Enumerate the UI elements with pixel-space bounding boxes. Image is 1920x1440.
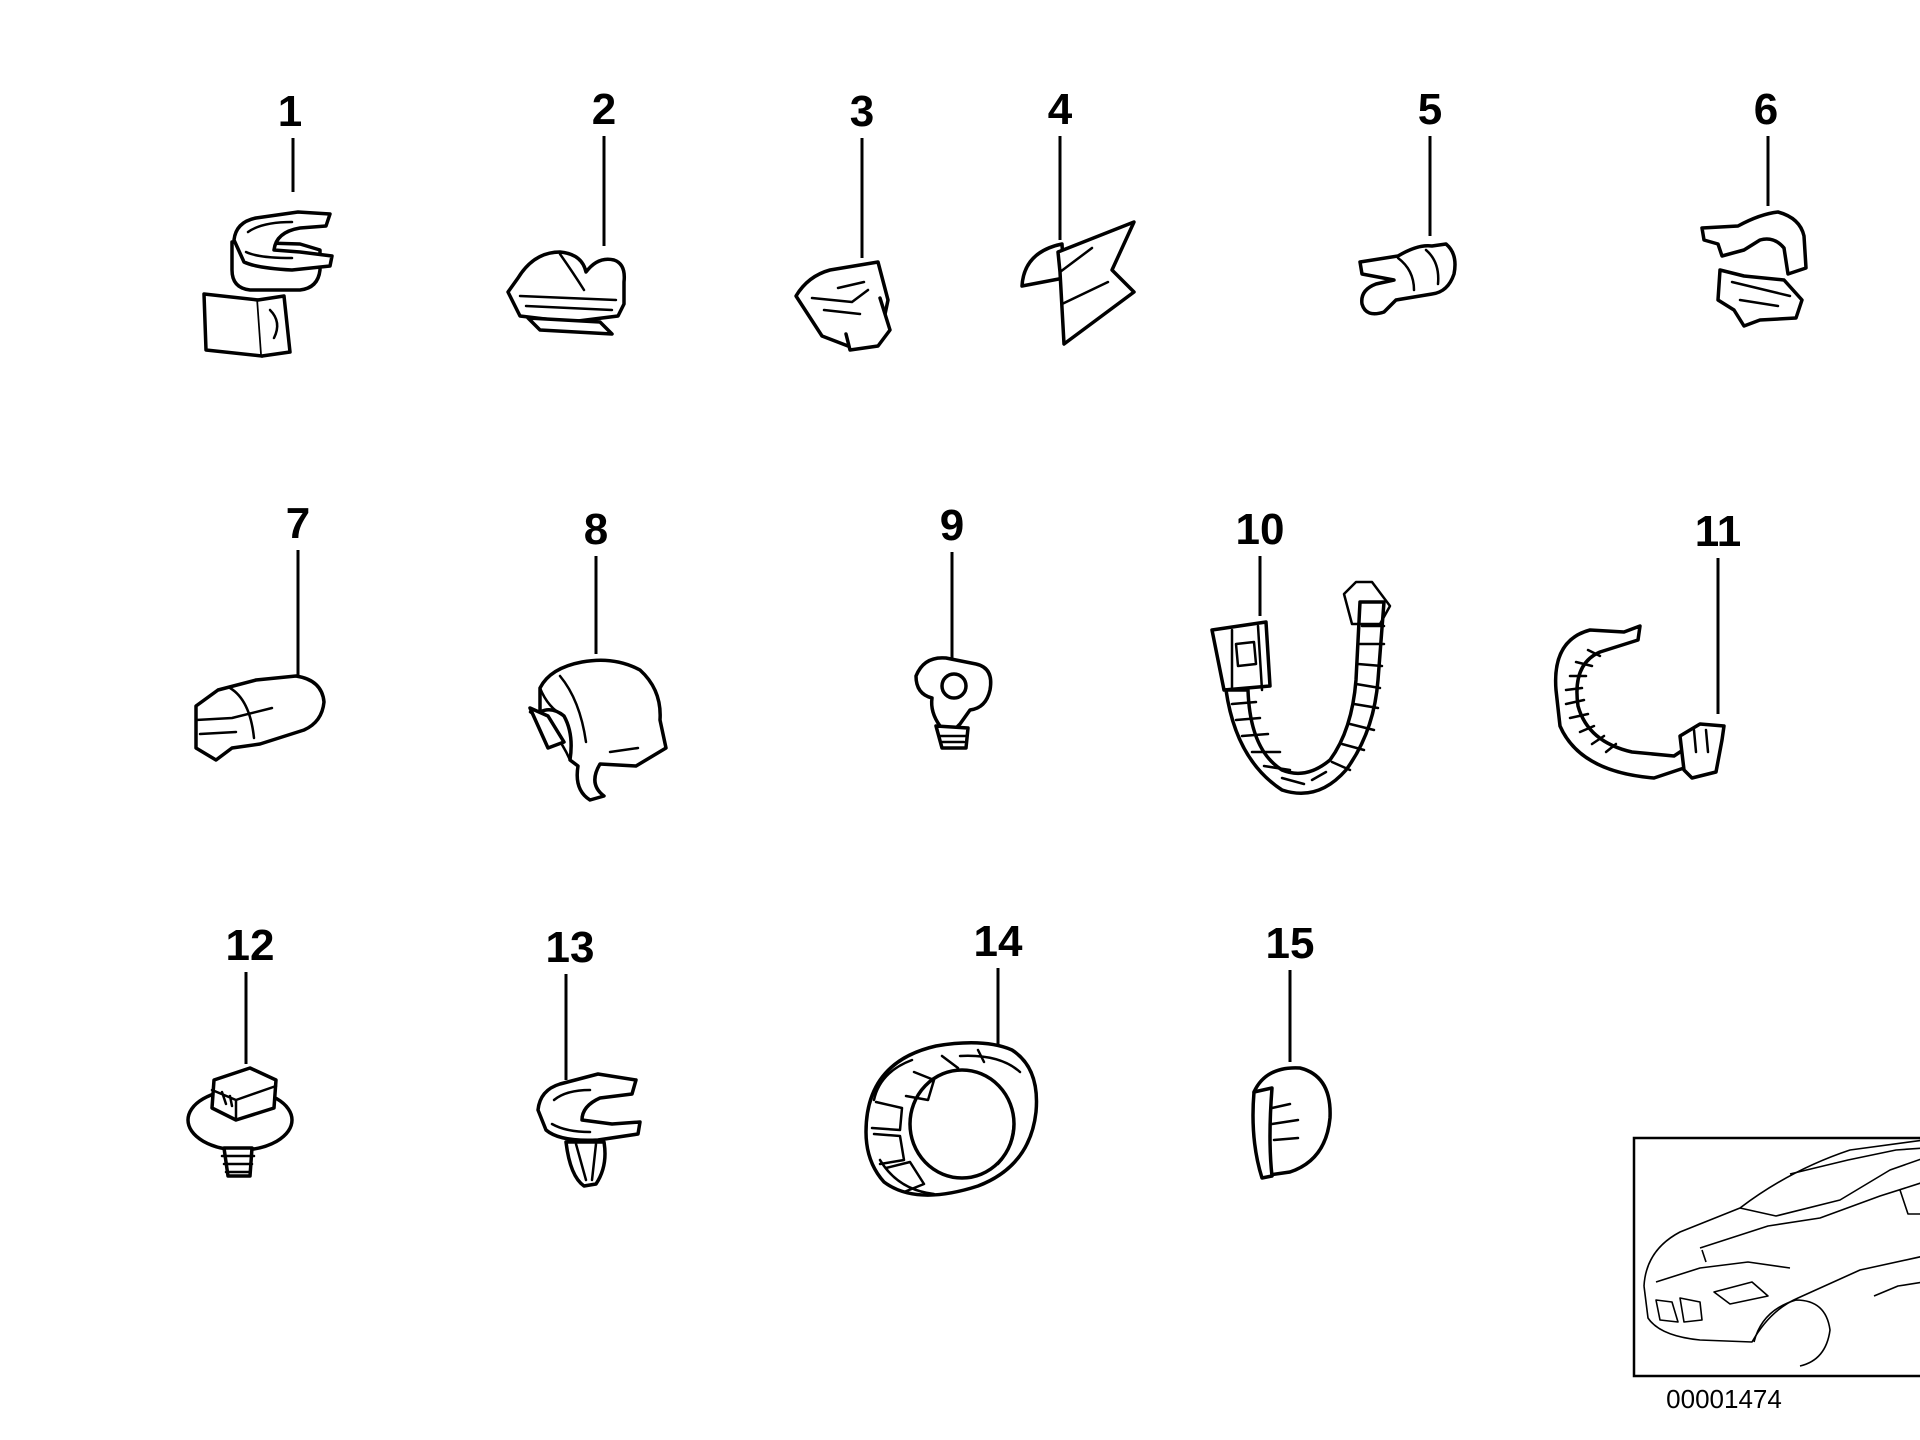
part-1[interactable]: 1 <box>202 87 334 358</box>
part-number-label: 7 <box>286 499 310 548</box>
part-7[interactable]: 7 <box>194 499 326 762</box>
part-number-label: 5 <box>1418 85 1442 134</box>
part-number-label: 15 <box>1266 919 1315 968</box>
part-number-label: 11 <box>1695 507 1742 556</box>
part-3[interactable]: 3 <box>794 87 892 352</box>
part-number-label: 14 <box>974 917 1023 966</box>
part-number-label: 3 <box>850 87 874 136</box>
reference-number: 00001474 <box>1666 1384 1782 1414</box>
part-2[interactable]: 2 <box>506 85 627 336</box>
cable-tie-with-mount-icon <box>1553 624 1726 780</box>
part-12[interactable]: 12 <box>186 921 294 1178</box>
push-rivet-holder-icon <box>914 656 993 750</box>
part-8[interactable]: 8 <box>528 505 668 802</box>
part-number-label: 12 <box>226 921 275 970</box>
screw-mount-base-icon <box>186 1066 294 1178</box>
double-clip-icon <box>1700 210 1808 328</box>
grommet-ring-icon <box>864 1041 1039 1197</box>
part-number-label: 2 <box>592 85 616 134</box>
part-15[interactable]: 15 <box>1251 919 1332 1180</box>
blanking-plug-icon <box>1251 1066 1332 1180</box>
cable-tie-strap-icon <box>1210 580 1392 795</box>
part-4[interactable]: 4 <box>1020 85 1136 346</box>
spring-clip-icon <box>1358 242 1457 316</box>
angled-clip-icon <box>794 260 892 352</box>
bracket-clip-icon <box>1020 220 1136 346</box>
part-9[interactable]: 9 <box>914 501 993 750</box>
part-10[interactable]: 10 <box>1210 505 1392 795</box>
part-14[interactable]: 14 <box>864 917 1039 1197</box>
part-number-label: 6 <box>1754 85 1778 134</box>
part-number-label: 9 <box>940 501 964 550</box>
part-11[interactable]: 11 <box>1553 507 1742 780</box>
cable-clip-icon <box>506 250 627 336</box>
car-location-thumbnail <box>1632 1136 1920 1378</box>
push-in-cable-clip-icon <box>536 1072 642 1188</box>
part-number-label: 8 <box>584 505 608 554</box>
part-number-label: 4 <box>1048 85 1073 134</box>
part-number-label: 13 <box>546 923 595 972</box>
part-6[interactable]: 6 <box>1700 85 1808 328</box>
cable-clamp-icon <box>528 658 668 802</box>
part-13[interactable]: 13 <box>536 923 642 1188</box>
car-location-thumbnail-icon <box>1643 1139 1920 1367</box>
part-number-label: 1 <box>278 87 302 136</box>
cable-holder-clip-with-base-icon <box>202 210 334 358</box>
thumbnail-frame <box>1632 1136 1920 1378</box>
flat-clip-icon <box>194 674 326 762</box>
part-number-label: 10 <box>1236 505 1285 554</box>
part-5[interactable]: 5 <box>1358 85 1457 316</box>
